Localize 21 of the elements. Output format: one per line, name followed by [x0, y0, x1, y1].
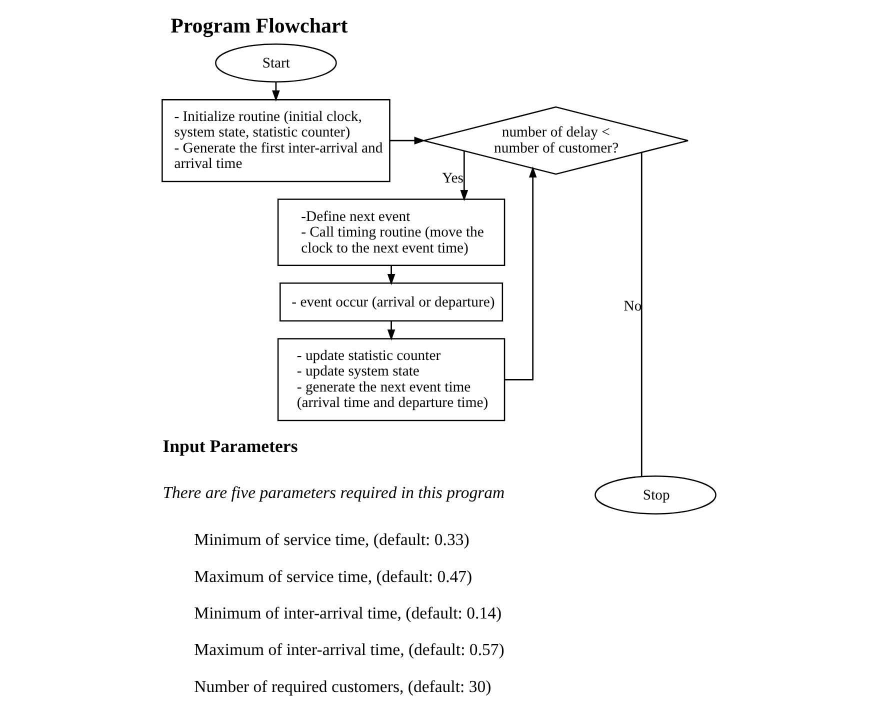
- arrow: [460, 151, 468, 202]
- arrow: [386, 266, 395, 286]
- label: Input Parameters: [162, 436, 298, 456]
- node-ellipse: Start: [214, 43, 336, 82]
- label: Minimum of service time, (default: 0.33): [194, 530, 469, 550]
- connector: [640, 152, 642, 476]
- label: There are five parameters required in this program: [162, 482, 504, 502]
- label: Number of required customers, (default: 30): [194, 676, 491, 696]
- edge-label: No: [623, 298, 642, 314]
- label: Maximum of inter-arrival time, (default: 0.57): [194, 640, 504, 660]
- node-box: -Define next event - Call timing routine (move the clock to the next event time): [276, 198, 505, 266]
- node-ellipse: Stop: [594, 475, 716, 514]
- node-box: - event occur (arrival or departure): [279, 282, 503, 322]
- arrow: [386, 321, 395, 341]
- diagram-title: Program Flowchart: [170, 14, 348, 38]
- node-box: - update statistic counter - update system state - generate the next event time (arrival time and departure time): [276, 338, 505, 422]
- label: Maximum of service time, (default: 0.47): [194, 566, 472, 586]
- node-box: - Initialize routine (initial clock, system state, statistic counter) - Generate the first inter-arrival and arrival time: [161, 99, 390, 182]
- arrow: [504, 166, 536, 380]
- arrow: [389, 136, 425, 144]
- label: Minimum of inter-arrival time, (default: 0.14): [194, 603, 502, 622]
